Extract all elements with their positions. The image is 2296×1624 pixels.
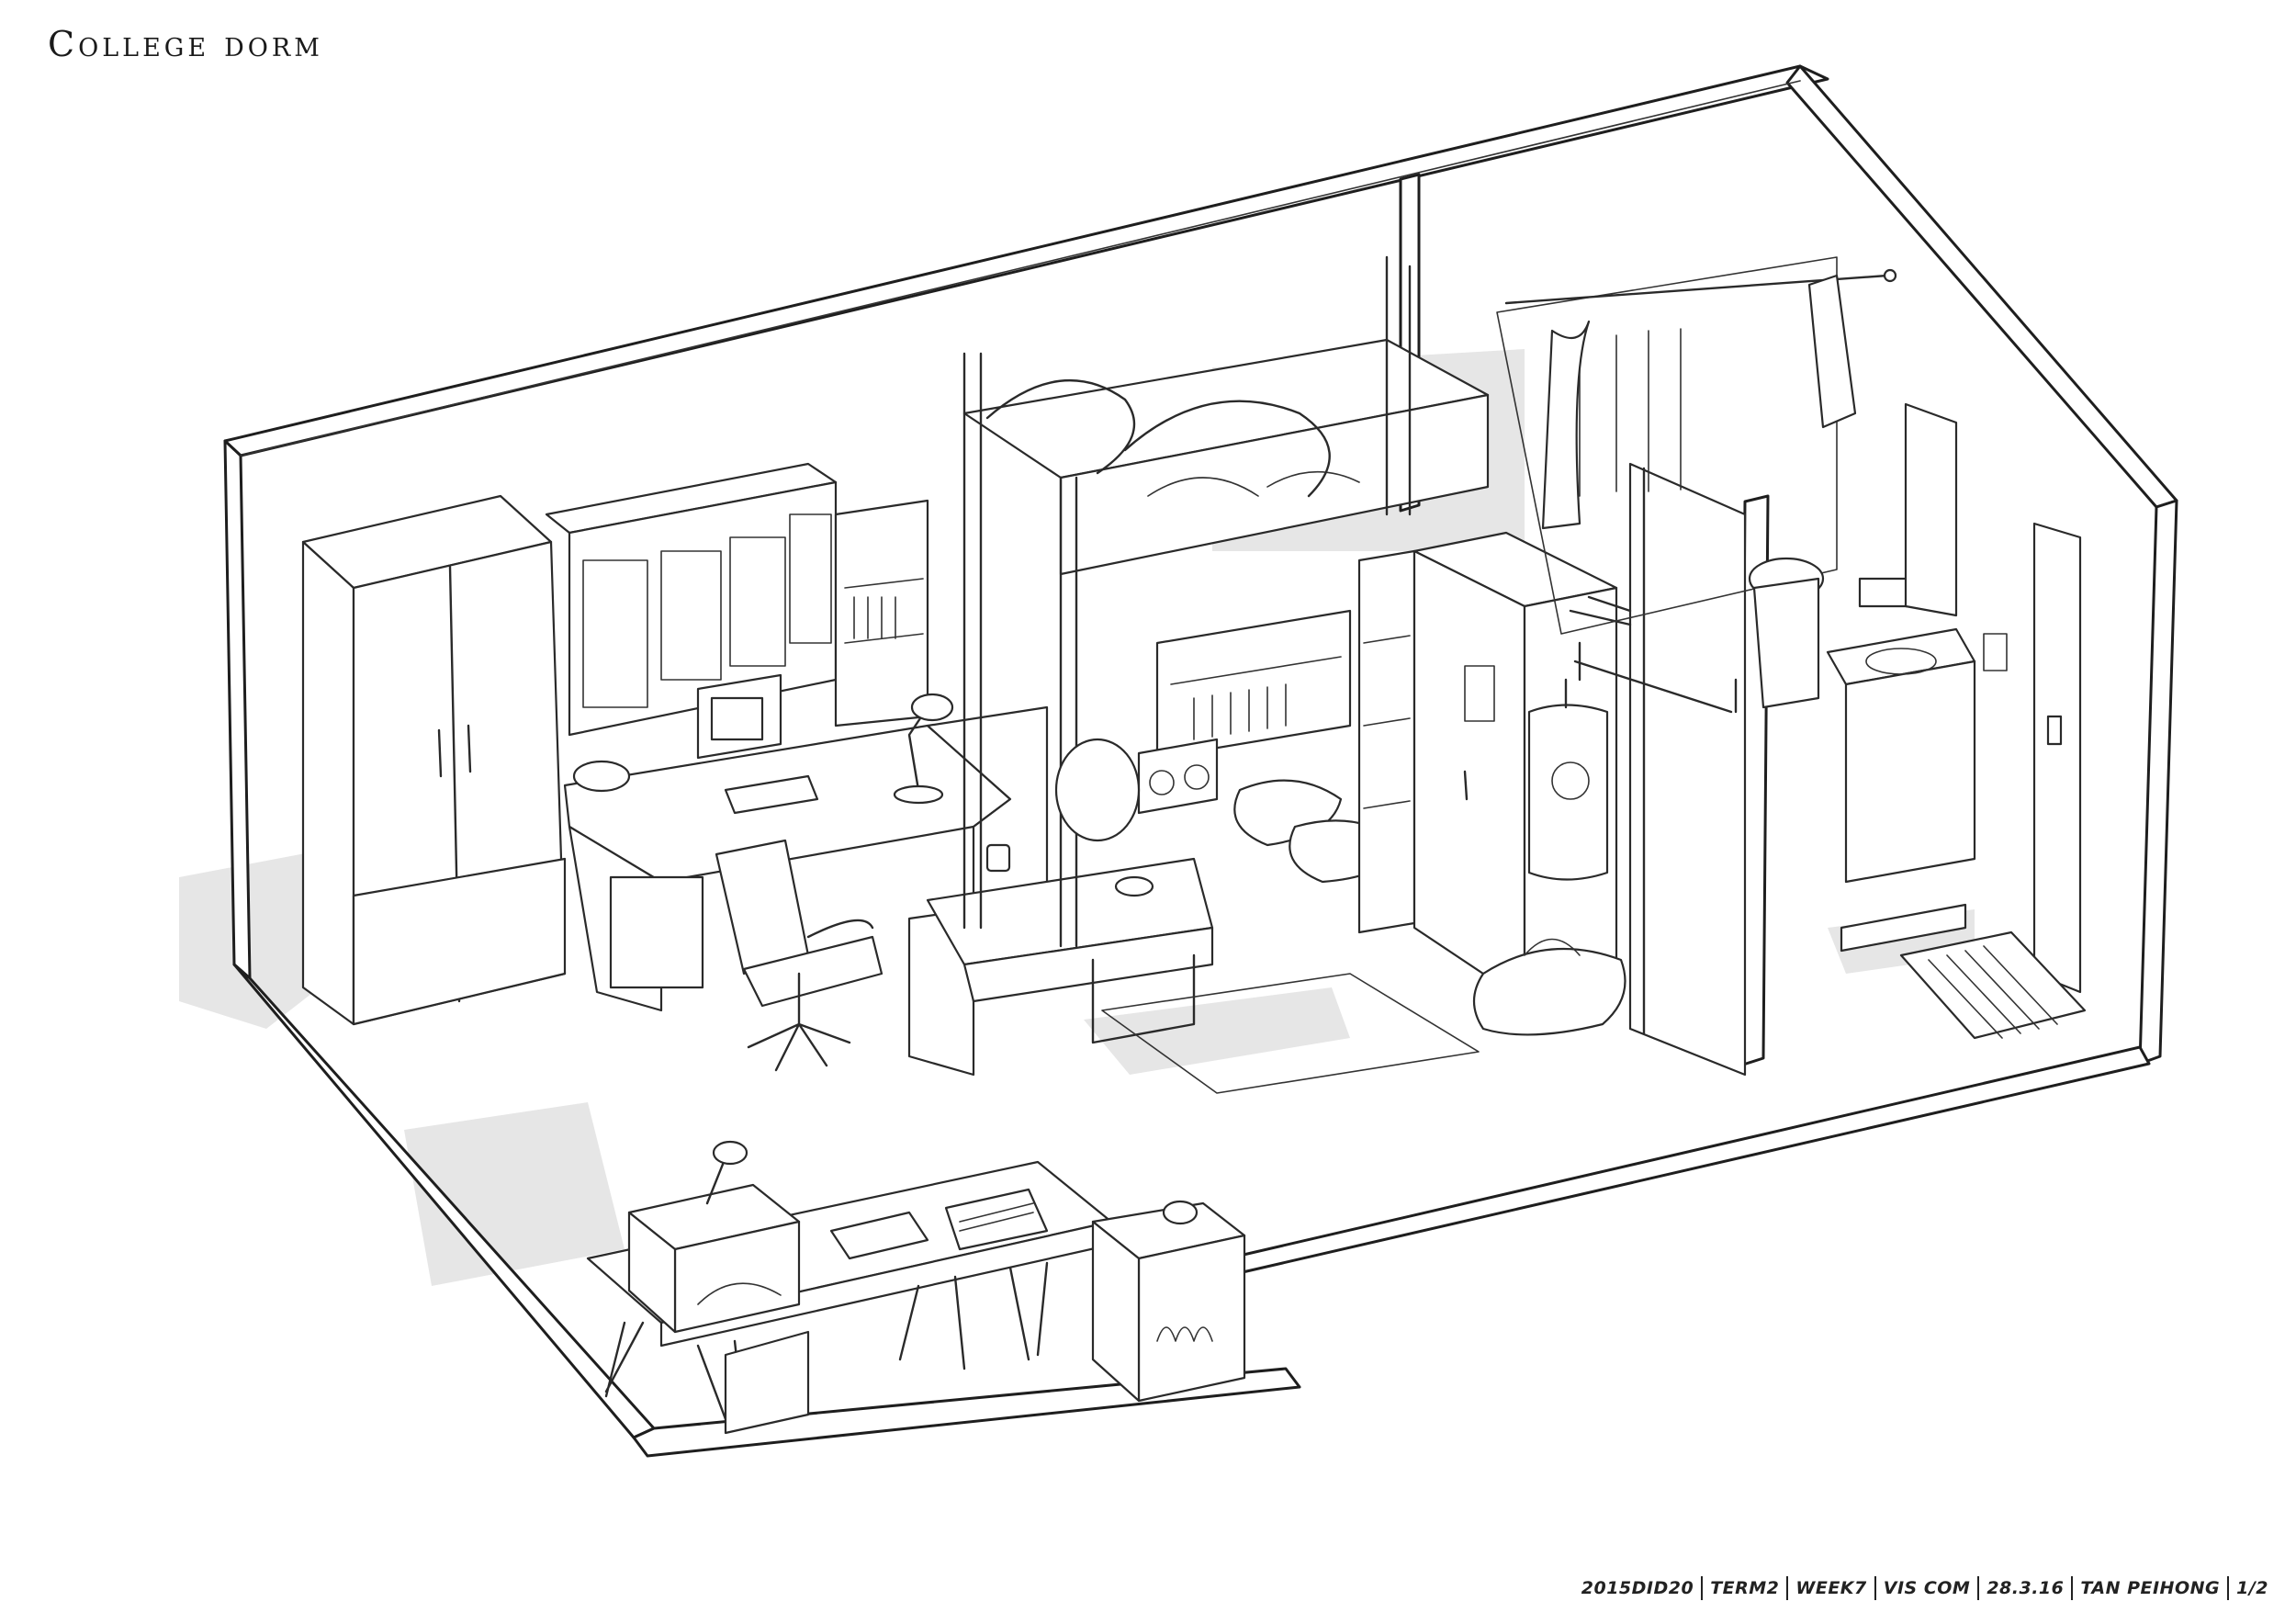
page-title: College dorm	[48, 24, 323, 64]
desk-hutch	[545, 462, 929, 737]
title-block: 2015DID20 TERM2 WEEK7 VIS COM 28.3.16 TA…	[1581, 1576, 2268, 1600]
tall-bookshelf	[1357, 549, 1416, 934]
shower-area	[1496, 256, 1897, 709]
pull-up-bar	[1569, 595, 1738, 714]
footer-date: 28.3.16	[1986, 1578, 2065, 1598]
footer-divider	[1701, 1576, 1704, 1600]
entrance-door	[1840, 522, 2087, 1040]
footer-divider	[1786, 1576, 1789, 1600]
bathroom-sink	[1826, 402, 2008, 884]
under-bed-area	[1054, 609, 1480, 1094]
mini-fridge	[1091, 1200, 1246, 1403]
footer-module: VIS COM	[1883, 1578, 1971, 1598]
room-shell	[223, 64, 2178, 1458]
footer-divider	[1874, 1576, 1876, 1600]
duffel-bag	[1473, 938, 1626, 1036]
office-chair	[715, 839, 884, 1072]
closet-cabinet	[1412, 531, 1618, 1003]
workbench	[586, 1140, 1113, 1435]
footer-term: TERM2	[1710, 1578, 1780, 1598]
footer-divider	[2227, 1576, 2230, 1600]
footer-divider	[2071, 1576, 2074, 1600]
footer-author: TAN PEIHONG	[2080, 1578, 2221, 1598]
footer-divider	[1977, 1576, 1980, 1600]
loft-bed	[962, 255, 1490, 948]
wardrobe	[301, 494, 567, 1026]
footer-week: WEEK7	[1795, 1578, 1867, 1598]
hanging-jacket	[1527, 678, 1609, 881]
footer-course-code: 2015DID20	[1581, 1578, 1694, 1598]
desk	[563, 705, 1214, 1077]
desk-items	[572, 673, 1154, 897]
footer-page-number: 1/2	[2236, 1578, 2268, 1598]
